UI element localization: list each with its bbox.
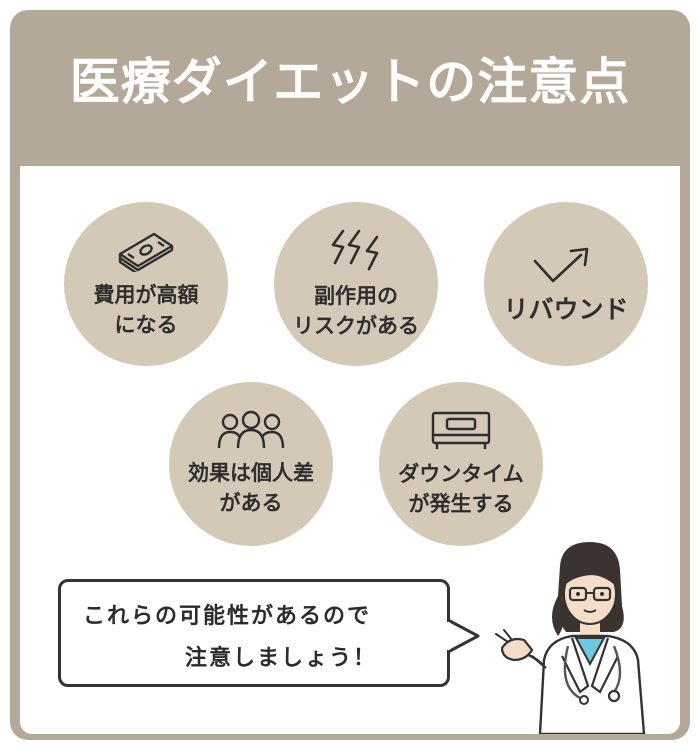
doctor-illustration: [495, 542, 646, 734]
lightning-icon: [327, 227, 385, 281]
item-rebound-label: リバウンド: [503, 295, 629, 324]
speech-bubble-tail: [446, 618, 480, 654]
item-downtime: ダウンタイム が発生する: [379, 382, 543, 546]
people-group-icon: [216, 410, 286, 458]
bed-icon: [429, 409, 493, 459]
speech-line-1: これらの可能性があるので: [83, 604, 372, 629]
page-title: 医療ダイエットの注意点: [69, 53, 631, 111]
item-downtime-label: ダウンタイム が発生する: [398, 462, 524, 516]
item-rebound: リバウンド: [484, 202, 648, 366]
speech-bubble: これらの可能性があるので 注意しましょう！: [58, 579, 450, 687]
item-cost: 費用が高額 になる: [64, 202, 228, 366]
rebound-arrow-icon: [531, 243, 601, 295]
content-panel: 費用が高額 になる 副作用の リスクがある: [20, 166, 680, 734]
speech-line-2: 注意しましょう！: [185, 646, 378, 671]
item-individual-difference-label: 効果は個人差 がある: [188, 461, 314, 515]
money-stack-icon: [114, 228, 178, 280]
item-individual-difference: 効果は個人差 がある: [169, 382, 333, 546]
item-cost-label: 費用が高額 になる: [93, 283, 199, 337]
item-side-effect-label: 副作用の リスクがある: [293, 284, 419, 338]
item-side-effect: 副作用の リスクがある: [274, 202, 438, 366]
notice-card: 医療ダイエットの注意点 費用が高額 になる: [10, 10, 690, 740]
